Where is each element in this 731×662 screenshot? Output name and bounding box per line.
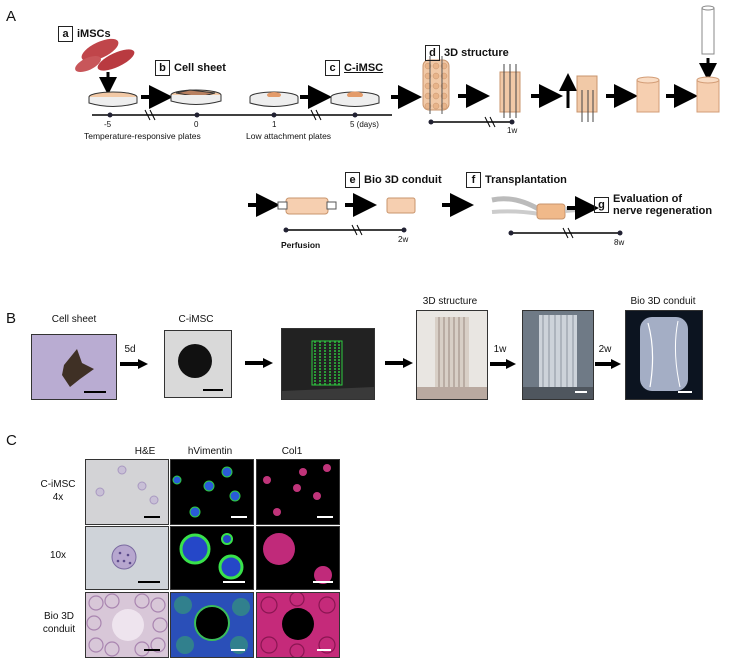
label-bio-3d-conduit: Bio 3D conduit — [630, 296, 696, 307]
tick-d-1w: 1w — [507, 126, 518, 135]
arrow-label-5d: 5d — [124, 344, 136, 355]
step-g: g Evaluation of nerve regeneration — [594, 193, 713, 217]
step-d-letter: d — [425, 45, 440, 61]
arrow-b5 — [595, 359, 621, 369]
step-c: c C-iMSC — [325, 60, 383, 76]
step-a: a iMSCs — [58, 26, 111, 42]
tick-0: 0 — [194, 120, 199, 129]
image-3d-model — [281, 328, 375, 400]
image-bio-3d-conduit — [625, 310, 703, 400]
row-c-imsc-4x: C-iMSC 4x — [40, 479, 76, 503]
tick-minus5: -5 — [104, 120, 112, 129]
step-c-title: C-iMSC — [344, 62, 384, 74]
panel-b-letter: B — [6, 310, 17, 327]
dish-1 — [88, 91, 138, 107]
step-f: f Transplantation — [466, 172, 567, 188]
step-e: e Bio 3D conduit — [345, 172, 442, 188]
image-col1-conduit — [256, 592, 340, 658]
image-c-imsc — [164, 330, 232, 398]
arrow-b2 — [245, 358, 273, 368]
spheroid-tower-icon — [422, 56, 450, 114]
label-low-attachment-plates: Low attachment plates — [246, 131, 332, 141]
image-hvimentin-conduit — [170, 592, 254, 658]
image-hvimentin-10x — [170, 526, 254, 590]
column-col1: Col1 — [281, 446, 303, 457]
label-cell-sheet: Cell sheet — [51, 314, 97, 325]
image-he-4x — [85, 459, 169, 525]
bio-conduit-icon — [386, 197, 416, 214]
label-3d-structure: 3D structure — [422, 296, 478, 307]
image-he-conduit — [85, 592, 169, 658]
step-f-title: Transplantation — [485, 174, 567, 186]
arrow-b4 — [490, 359, 516, 369]
panel-a-graphics — [75, 5, 720, 239]
step-b-letter: b — [155, 60, 170, 76]
image-3d-structure-1w — [522, 310, 594, 400]
needle-removal-icon — [559, 73, 598, 122]
image-he-10x — [85, 526, 169, 590]
panel-a-letter: A — [6, 8, 17, 25]
dish-4 — [330, 91, 380, 107]
step-c-letter: c — [325, 60, 340, 76]
image-cell-sheet — [31, 334, 117, 400]
step-e-title: Bio 3D conduit — [364, 174, 442, 186]
step-b: b Cell sheet — [155, 60, 226, 76]
tick-f-8w: 8w — [614, 238, 625, 247]
row-bio-3d-conduit: Bio 3D conduit — [42, 611, 76, 635]
tube-insert-icon — [696, 5, 720, 113]
step-f-letter: f — [466, 172, 481, 188]
tick-1: 1 — [272, 120, 277, 129]
arrow-label-1w: 1w — [493, 344, 507, 355]
step-d: d 3D structure — [425, 45, 509, 61]
column-hvimentin: hVimentin — [187, 446, 233, 457]
dish-3 — [249, 91, 299, 107]
label-perfusion: Perfusion — [281, 240, 321, 250]
step-d-title: 3D structure — [444, 47, 509, 59]
step-g-letter: g — [594, 197, 609, 213]
needle-structure-icon — [499, 64, 521, 118]
label-temperature-plates: Temperature-responsive plates — [84, 131, 201, 141]
panel-c-letter: C — [6, 432, 17, 449]
step-b-title: Cell sheet — [174, 62, 226, 74]
step-a-letter: a — [58, 26, 73, 42]
row-10x: 10x — [49, 550, 67, 561]
tick-5days: 5 (days) — [350, 120, 379, 129]
dish-2 — [170, 89, 222, 105]
step-a-title: iMSCs — [77, 28, 111, 40]
column-he: H&E — [134, 446, 156, 457]
perfusion-conduit-icon — [277, 197, 337, 215]
arrow-b3 — [385, 358, 413, 368]
conduit-tube-icon — [636, 76, 660, 113]
label-c-imsc: C-iMSC — [178, 314, 214, 325]
arrow-label-2w: 2w — [598, 344, 612, 355]
image-3d-structure — [416, 310, 488, 400]
step-e-letter: e — [345, 172, 360, 188]
imsc-cells-icon — [75, 38, 135, 73]
arrow-b1 — [120, 359, 148, 369]
image-col1-4x — [256, 459, 340, 525]
image-col1-10x — [256, 526, 340, 590]
image-hvimentin-4x — [170, 459, 254, 525]
tick-e-2w: 2w — [398, 235, 409, 244]
step-g-title: Evaluation of nerve regeneration — [613, 193, 713, 217]
